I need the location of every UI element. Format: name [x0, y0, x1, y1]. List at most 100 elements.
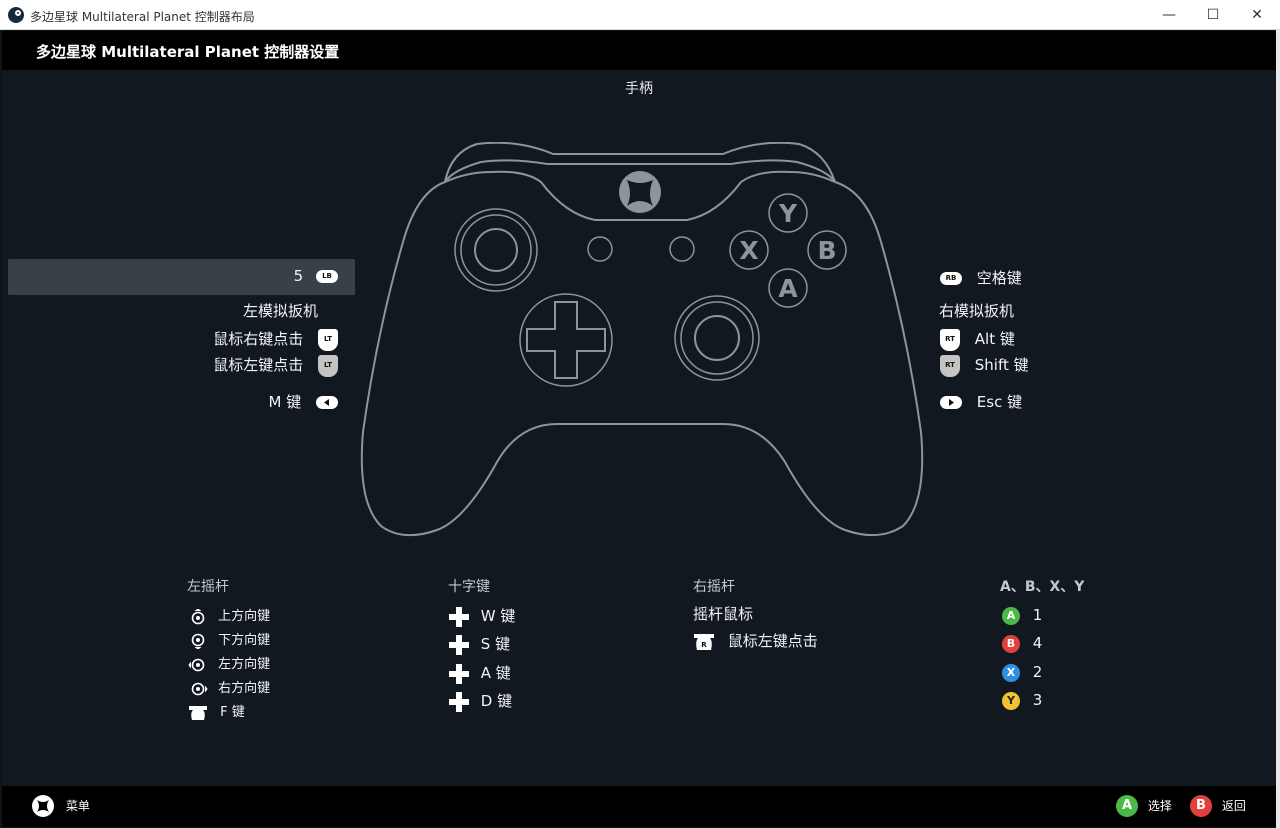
face-x-value: 2	[1032, 663, 1043, 681]
dpad-right-icon	[449, 691, 469, 712]
rt-full-mapping[interactable]: RT Shift 键	[940, 354, 1029, 377]
left-trigger-title: 左模拟扳机	[242, 302, 318, 320]
a-button-footer-icon: A	[1116, 795, 1138, 817]
maximize-button[interactable]: ☐	[1206, 7, 1220, 23]
dpad-left-value: A 键	[480, 664, 511, 682]
dpad-up-value: W 键	[480, 607, 516, 625]
stick-down-icon	[191, 633, 205, 649]
dpad-down-value: S 键	[480, 635, 511, 653]
menu-value: Esc 键	[976, 393, 1023, 411]
rt-full-value: Shift 键	[974, 356, 1029, 374]
x-button-icon-small: X	[1002, 663, 1020, 682]
menu-icon	[940, 396, 962, 409]
left-stick-left-mapping[interactable]: 左方向键	[188, 653, 270, 673]
y-button-icon	[768, 193, 808, 233]
view-icon	[316, 396, 338, 409]
rt-full-icon: RT	[940, 354, 960, 377]
right-stick-icon	[674, 295, 760, 381]
x-button-label: X	[739, 236, 758, 265]
lb-value: 5	[293, 267, 304, 285]
dpad-down-icon	[449, 634, 469, 655]
body-outline	[360, 170, 924, 537]
face-a-mapping[interactable]: A 1	[1002, 606, 1042, 625]
left-stick-click-mapping[interactable]: F 键	[188, 701, 245, 721]
menu-footer-button[interactable]: 菜单	[32, 795, 90, 817]
view-button-icon	[587, 236, 613, 262]
x-button-icon	[729, 230, 769, 270]
left-stick-right-value: 右方向键	[218, 681, 271, 696]
lt-full-mapping[interactable]: 鼠标左键点击 LT	[102, 354, 338, 377]
right-stick-click-mapping[interactable]: R 鼠标左键点击	[693, 630, 818, 651]
right-stick-click-badge: R	[701, 641, 707, 649]
right-stick-click-icon: R	[694, 633, 714, 650]
dpad-icon	[519, 293, 613, 387]
controller-illustration: Y X B A	[360, 142, 924, 537]
rt-soft-mapping[interactable]: RT Alt 键	[940, 328, 1015, 351]
face-b-value: 4	[1032, 634, 1043, 652]
menu-mapping[interactable]: Esc 键	[940, 391, 1022, 412]
right-stick-mode[interactable]: 摇杆鼠标	[693, 605, 754, 623]
rb-mapping[interactable]: RB 空格键	[940, 267, 1022, 288]
steam-icon	[8, 7, 24, 23]
dpad-down-mapping[interactable]: S 键	[448, 633, 510, 656]
left-stick-icon	[454, 208, 538, 292]
left-stick-down-value: 下方向键	[218, 633, 271, 648]
left-stick-up-value: 上方向键	[218, 609, 271, 624]
rb-value: 空格键	[976, 269, 1022, 287]
right-stick-title: 右摇杆	[693, 579, 735, 595]
left-stick-right-mapping[interactable]: 右方向键	[190, 677, 270, 697]
stick-left-icon	[188, 658, 205, 671]
b-button-label: B	[817, 236, 836, 265]
select-footer-button[interactable]: A 选择	[1116, 795, 1172, 817]
face-buttons-title: A、B、X、Y	[1000, 579, 1085, 595]
select-footer-label: 选择	[1147, 798, 1172, 813]
stick-up-icon	[191, 608, 205, 624]
rb-icon: RB	[940, 272, 962, 285]
lb-mapping-row[interactable]	[8, 259, 355, 295]
left-stick-left-value: 左方向键	[218, 657, 271, 672]
face-b-mapping[interactable]: B 4	[1002, 634, 1042, 653]
face-y-mapping[interactable]: Y 3	[1002, 691, 1042, 710]
minimize-button[interactable]: —	[1162, 7, 1176, 23]
dpad-right-mapping[interactable]: D 键	[448, 690, 512, 713]
a-button-icon	[768, 268, 808, 308]
dpad-up-mapping[interactable]: W 键	[448, 605, 515, 628]
section-title: 手柄	[625, 81, 653, 97]
dpad-right-value: D 键	[480, 692, 513, 710]
right-stick-click-value: 鼠标左键点击	[727, 632, 818, 650]
face-x-mapping[interactable]: X 2	[1002, 663, 1042, 682]
window-titlebar: 多边星球 Multilateral Planet 控制器布局 — ☐ ✕	[0, 0, 1280, 30]
right-trigger-title: 右模拟扳机	[939, 302, 1015, 320]
xbox-button-icon	[619, 171, 661, 213]
back-footer-label: 返回	[1221, 798, 1246, 813]
dpad-left-mapping[interactable]: A 键	[448, 662, 511, 685]
back-footer-button[interactable]: B 返回	[1190, 795, 1246, 817]
lt-icon: LT	[318, 328, 338, 351]
dpad-up-icon	[449, 606, 469, 627]
y-button-icon-small: Y	[1002, 691, 1020, 710]
dpad-title: 十字键	[448, 579, 490, 595]
face-a-value: 1	[1032, 606, 1043, 624]
b-button-icon-small: B	[1002, 634, 1020, 653]
xbox-logo-icon	[32, 795, 54, 817]
menu-footer-label: 菜单	[65, 798, 90, 813]
a-button-icon-small: A	[1002, 606, 1020, 625]
stick-right-icon	[191, 682, 208, 695]
left-stick-up-mapping[interactable]: 上方向键	[190, 605, 270, 625]
rt-icon: RT	[940, 328, 960, 351]
stick-click-icon	[189, 705, 207, 720]
close-button[interactable]: ✕	[1251, 7, 1263, 23]
bumpers-outline	[444, 142, 836, 183]
lt-full-icon: LT	[318, 354, 338, 377]
view-value: M 键	[268, 393, 302, 411]
left-stick-down-mapping[interactable]: 下方向键	[190, 629, 270, 649]
left-stick-click-value: F 键	[220, 705, 245, 720]
lt-soft-mapping[interactable]: 鼠标右键点击 LT	[102, 328, 338, 351]
b-button-footer-icon: B	[1190, 795, 1212, 817]
lt-full-value: 鼠标左键点击	[213, 356, 304, 374]
footer-bar: 菜单 A 选择 B 返回	[2, 786, 1276, 827]
lb-mapping[interactable]: 5 LB	[152, 267, 338, 285]
view-mapping[interactable]: M 键	[152, 391, 338, 412]
y-button-label: Y	[778, 199, 798, 228]
face-y-value: 3	[1032, 691, 1043, 709]
